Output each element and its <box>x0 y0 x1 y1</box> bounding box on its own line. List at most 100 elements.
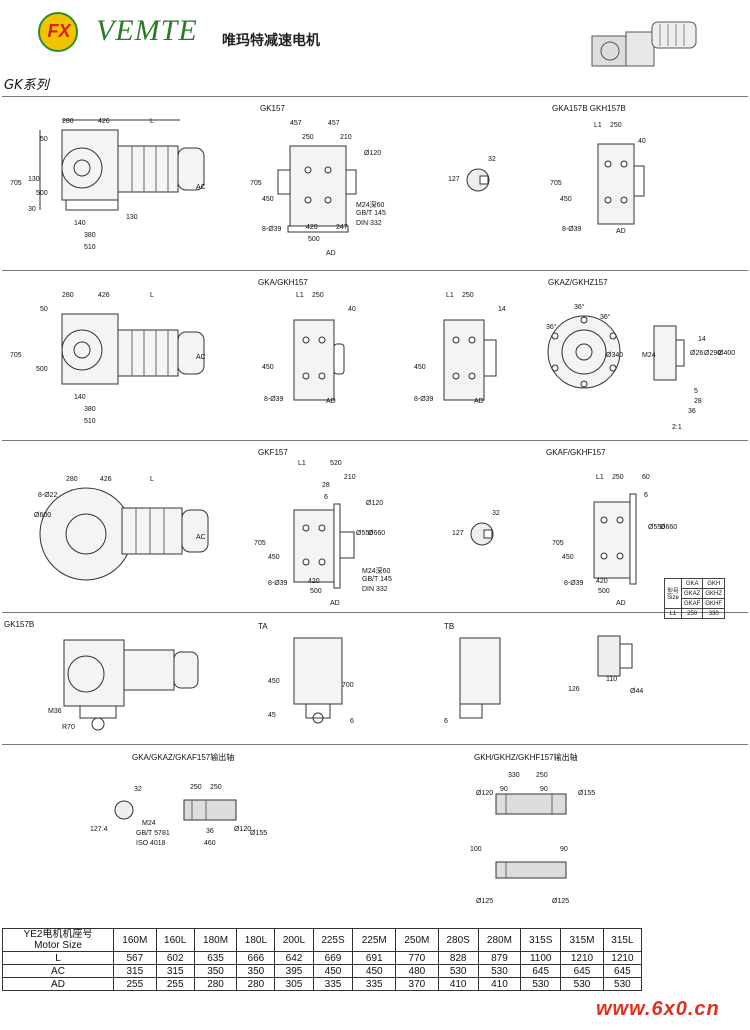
dim-40: 40 <box>638 138 646 145</box>
value-cell: 450 <box>312 964 354 978</box>
dim-110: 110 <box>606 676 618 683</box>
dim-140: 140 <box>74 220 86 227</box>
dim-450: 450 <box>262 196 274 203</box>
size-cell: GKA <box>681 578 704 589</box>
gearmotor-illustration <box>591 21 697 67</box>
motor-size-cell: 160L <box>155 928 195 952</box>
panel-title-gka157b: GKA157B GKH157B <box>552 104 626 113</box>
dim-6b: 6 <box>644 492 648 499</box>
value-cell: 691 <box>352 951 397 965</box>
value-cell: 280 <box>236 977 276 991</box>
value-cell: 1210 <box>560 951 604 965</box>
gka157b-drawing <box>597 143 645 225</box>
panel-title-tb: TB <box>444 622 455 631</box>
divider <box>2 440 748 441</box>
dim-450e: 450 <box>414 364 426 371</box>
dim-450c: 450 <box>560 196 572 203</box>
dim-155: Ø155 <box>250 830 268 837</box>
dim-L1e: L1 <box>596 474 604 481</box>
l1-value: 330 <box>702 608 726 619</box>
dim-ADc: AD <box>616 228 626 235</box>
dim-280c: 280 <box>66 476 78 483</box>
row-label: AD <box>2 977 114 991</box>
dim-426: 426 <box>98 118 110 125</box>
dim-460: 460 <box>204 840 216 847</box>
value-cell: 669 <box>312 951 354 965</box>
motor-size-cell: 200L <box>274 928 314 952</box>
row-label: L <box>2 951 114 965</box>
header: FX VEMTE 唯玛特减速电机 GK系列 <box>0 0 750 93</box>
divider <box>2 96 748 97</box>
company-name: 唯玛特减速电机 <box>222 33 320 49</box>
value-cell: 315 <box>113 964 157 978</box>
motor-size-cell: 315S <box>520 928 562 952</box>
dim-125a: Ø125 <box>476 898 494 905</box>
dim-din332: DIN 332 <box>356 220 382 227</box>
dim-510b: 510 <box>84 418 96 425</box>
dim-250f: 250 <box>612 474 624 481</box>
dim-AC: AC <box>196 184 206 191</box>
dim-210: 210 <box>340 134 352 141</box>
motor-size-cell: 280M <box>477 928 522 952</box>
shaft-end-detail <box>597 635 633 677</box>
size-cell: GKAF <box>681 598 704 609</box>
dim-500d: 500 <box>36 366 48 373</box>
dim-660b: Ø660 <box>660 524 678 531</box>
value-cell: 602 <box>155 951 195 965</box>
value-cell: 645 <box>602 964 643 978</box>
value-cell: 530 <box>560 977 604 991</box>
dim-127: 127 <box>448 176 460 183</box>
dim-32: 32 <box>488 156 496 163</box>
dim-ADe: AD <box>474 398 484 405</box>
shaft-key-section <box>466 168 490 192</box>
gkf157-front-drawing <box>293 503 355 589</box>
output-shaft-a-drawing <box>114 799 237 821</box>
table-row: L 567 602 635 666 642 669 691 770 828 87… <box>2 951 643 965</box>
dim-155b: Ø155 <box>578 790 596 797</box>
gk157-front-drawing <box>277 145 357 233</box>
divider <box>2 612 748 613</box>
dim-705d: 705 <box>10 352 22 359</box>
dim-m24b: M24 <box>642 352 656 359</box>
dim-36a: 36° <box>574 304 585 311</box>
dim-250h: 250 <box>210 784 222 791</box>
dim-250e: 250 <box>462 292 474 299</box>
dim-330: 330 <box>508 772 520 779</box>
gkhz-front-drawing <box>443 319 497 401</box>
dim-28: 28 <box>694 398 702 405</box>
dim-60: 60 <box>642 474 650 481</box>
dim-8039f: 8-Ø39 <box>268 580 288 587</box>
dim-ADd: AD <box>326 398 336 405</box>
value-cell: 879 <box>477 951 522 965</box>
gka-side-drawing <box>61 313 205 385</box>
gkaf157-drawing <box>593 493 637 585</box>
dim-500e: 500 <box>310 588 322 595</box>
dim-450d: 450 <box>262 364 274 371</box>
dim-gbt145: GB/T 145 <box>356 210 386 217</box>
value-cell: 530 <box>520 977 562 991</box>
panel-title-output-a: GKA/GKAZ/GKAF157输出轴 <box>132 753 235 762</box>
value-cell: 642 <box>274 951 314 965</box>
panel-title-gka-gkh157: GKA/GKH157 <box>258 278 308 287</box>
motor-size-cell: 250M <box>395 928 439 952</box>
dim-90b: 90 <box>540 786 548 793</box>
value-cell: 635 <box>193 951 238 965</box>
size-cell: GKAZ <box>681 588 704 599</box>
motor-size-cell: 315M <box>560 928 604 952</box>
value-cell: 567 <box>113 951 157 965</box>
panel-title-gk157b: GK157B <box>4 620 35 629</box>
dim-50b: 50 <box>40 306 48 313</box>
dim-L1c: L1 <box>446 292 454 299</box>
dim-Lb: L <box>150 292 154 299</box>
panel-title-gk157: GK157 <box>260 104 285 113</box>
dim-90a: 90 <box>500 786 508 793</box>
dim-520: 520 <box>330 460 342 467</box>
row-label: AC <box>2 964 114 978</box>
size-cell: GKH <box>702 578 726 589</box>
dim-90c: 90 <box>560 846 568 853</box>
value-cell: 1210 <box>602 951 643 965</box>
